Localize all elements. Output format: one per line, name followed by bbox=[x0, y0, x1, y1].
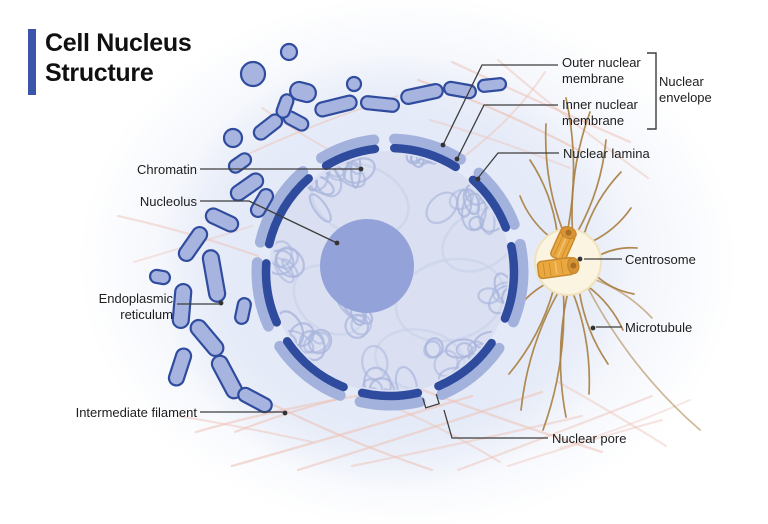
leader-lines bbox=[177, 52, 657, 439]
er-tubule bbox=[314, 94, 358, 118]
chromatin-loop bbox=[272, 249, 295, 276]
chromatin-loop bbox=[308, 193, 332, 223]
microtubule-strand bbox=[520, 290, 560, 411]
title-accent-bar bbox=[28, 29, 36, 95]
centriole-horizontal bbox=[536, 256, 580, 280]
microtubule-strand bbox=[542, 291, 565, 431]
filament-strand bbox=[556, 380, 668, 448]
microtubule-strand bbox=[592, 278, 653, 319]
er-tubule bbox=[227, 152, 253, 174]
microtubule-strand bbox=[576, 139, 607, 234]
endoplasmic-reticulum-graphic bbox=[148, 42, 508, 414]
chromatin-loop bbox=[378, 388, 395, 390]
filament-strand bbox=[507, 419, 663, 467]
nucleolus-graphic bbox=[320, 219, 414, 313]
microtubule-strand bbox=[571, 111, 591, 233]
label-nuclear-envelope: Nuclear envelope bbox=[659, 74, 712, 105]
filament-strand bbox=[461, 71, 546, 159]
leader-outer-membrane bbox=[442, 64, 558, 146]
er-tubule bbox=[204, 207, 240, 233]
label-endoplasmic-reticulum: Endoplasmic reticulum bbox=[98, 291, 173, 322]
er-tubule bbox=[359, 95, 401, 113]
vesicle bbox=[279, 42, 299, 62]
chromatin-loop bbox=[361, 344, 389, 381]
chromatin-loop bbox=[359, 387, 381, 390]
microtubule-strand bbox=[586, 285, 701, 431]
er-tubule bbox=[189, 318, 225, 358]
filament-strand bbox=[429, 119, 571, 169]
er-tubule bbox=[201, 249, 227, 303]
label-microtubule: Microtubule bbox=[625, 320, 693, 335]
page-title: Cell Nucleus Structure bbox=[45, 29, 192, 87]
nuclear-envelope-bracket bbox=[647, 52, 657, 130]
leader-nucleolus bbox=[200, 200, 338, 244]
chromatin-loop bbox=[394, 365, 418, 390]
label-centrosome: Centrosome bbox=[625, 252, 696, 267]
centrosome-graphic bbox=[534, 226, 602, 296]
filament-strand bbox=[350, 414, 584, 468]
leader-dots bbox=[218, 142, 596, 416]
microtubule-strand bbox=[586, 285, 624, 331]
chromatin-loop bbox=[425, 191, 459, 225]
er-tubule bbox=[476, 77, 508, 93]
microtubule-strand bbox=[572, 291, 591, 395]
microtubule-strand bbox=[565, 97, 575, 232]
microtubule-strand bbox=[578, 290, 609, 365]
microtubule-strand bbox=[590, 207, 632, 243]
microtubule-strand bbox=[544, 123, 564, 233]
microtubule-strand bbox=[508, 288, 555, 375]
filament-strand bbox=[116, 214, 260, 258]
leader-inner-membrane bbox=[456, 104, 558, 160]
label-chromatin: Chromatin bbox=[137, 162, 197, 177]
nuclear-pore-bracket bbox=[422, 393, 440, 409]
vesicle bbox=[345, 75, 363, 93]
chromatin-loop bbox=[462, 188, 481, 216]
vesicle bbox=[222, 127, 244, 149]
er-tubule bbox=[237, 386, 273, 414]
chromatin-loop bbox=[272, 240, 293, 268]
er-tubule bbox=[171, 282, 193, 330]
inner-membrane-graphic bbox=[261, 143, 519, 401]
er-tubule bbox=[167, 347, 193, 387]
microtubules bbox=[508, 97, 701, 431]
filament-strand bbox=[177, 415, 313, 443]
leader-nuclear-lamina bbox=[477, 152, 559, 179]
chromatin-loop bbox=[468, 215, 485, 231]
er-tubule bbox=[229, 172, 265, 202]
chromatin-loop bbox=[307, 328, 333, 355]
nucleus bbox=[251, 133, 529, 411]
er-tubule bbox=[148, 268, 172, 286]
label-nuclear-pore: Nuclear pore bbox=[552, 431, 627, 446]
microtubule-strand bbox=[597, 246, 638, 257]
vesicle bbox=[239, 60, 267, 88]
leader-nuclear-pore bbox=[443, 409, 548, 439]
microtubule-strand bbox=[582, 171, 622, 237]
er-tubule bbox=[249, 187, 275, 219]
er-tubule bbox=[289, 80, 317, 104]
chromatin-loop bbox=[433, 349, 459, 378]
outer-membrane-graphic bbox=[251, 133, 529, 411]
filament-strand bbox=[296, 390, 544, 472]
label-inner-nuclear-membrane: Inner nuclear membrane bbox=[562, 97, 638, 128]
filament-strand bbox=[410, 384, 604, 454]
label-nucleolus: Nucleolus bbox=[139, 194, 197, 209]
filament-strand bbox=[230, 394, 474, 468]
er-tubule bbox=[400, 82, 444, 106]
er-tubule bbox=[275, 93, 295, 119]
microtubule-strand bbox=[519, 195, 551, 238]
label-intermediate-filament: Intermediate filament bbox=[75, 405, 197, 420]
filament-strand bbox=[450, 60, 632, 144]
microtubule-strand bbox=[529, 159, 559, 234]
label-outer-nuclear-membrane: Outer nuclear membrane bbox=[562, 55, 641, 86]
filament-strand bbox=[456, 394, 654, 472]
er-tubule bbox=[177, 225, 209, 263]
label-nuclear-lamina: Nuclear lamina bbox=[563, 146, 650, 161]
chromatin-loop bbox=[493, 272, 508, 307]
chromatin-loop bbox=[424, 337, 444, 359]
filament-strand bbox=[254, 394, 434, 472]
